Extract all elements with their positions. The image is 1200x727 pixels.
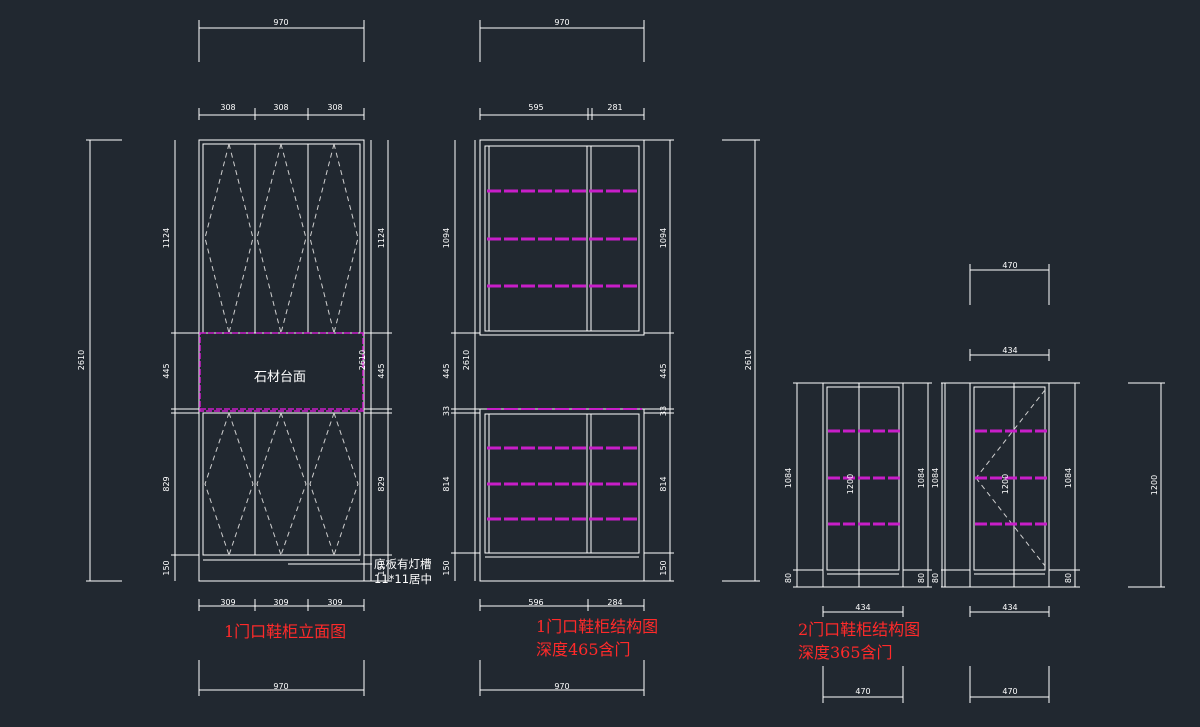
v2-overall-height-far: 2610 — [744, 350, 753, 370]
v1-overall-height-left: 2610 — [77, 350, 86, 370]
v2-overall-height-inner: 2610 — [462, 350, 471, 370]
v3a-overall-width-bottom: 470 — [855, 687, 870, 696]
v1-door-width-top-2: 308 — [273, 103, 288, 112]
v1-upper-height-left: 1124 — [162, 228, 171, 248]
v3b-left-height: 1084 — [931, 468, 940, 488]
v3-title-line-1: 2门口鞋柜结构图 — [798, 620, 920, 639]
v1-stone-countertop-label: 石材台面 — [254, 370, 306, 385]
v2-overall-width-bottom: 970 — [554, 682, 569, 691]
v2-top-right: 33 — [659, 406, 668, 416]
v2-width-bottom-1: 596 — [528, 598, 543, 607]
v1-note-line-2: 11*11居中 — [374, 572, 432, 586]
v2-upper-height-left: 1094 — [442, 228, 451, 248]
v2-width-bottom-2: 284 — [607, 598, 622, 607]
v3b-overall-width-top: 470 — [1002, 261, 1017, 270]
v2-counter-height-left: 445 — [442, 363, 451, 378]
v1-door-width-top-1: 308 — [220, 103, 235, 112]
v1-counter-height-right: 445 — [377, 363, 386, 378]
v3a-inner-height: 1200 — [846, 474, 855, 494]
v3b-width-bottom: 434 — [1002, 603, 1017, 612]
v2-title-line-2: 深度465含门 — [536, 640, 631, 659]
v1-counter-height-left: 445 — [162, 363, 171, 378]
v2-counter-height-right: 445 — [659, 363, 668, 378]
v3b-base-right: 80 — [1064, 573, 1073, 583]
view3-cabinet-a — [793, 382, 943, 703]
v1-door-width-bottom-1: 309 — [220, 598, 235, 607]
v1-overall-width-bottom: 970 — [273, 682, 288, 691]
v1-door-width-top-3: 308 — [327, 103, 342, 112]
v3a-right-height: 1084 — [917, 468, 926, 488]
v3b-overall-width-bottom: 470 — [1002, 687, 1017, 696]
v3b-width-top: 434 — [1002, 346, 1017, 355]
view1-elevation — [86, 20, 392, 696]
v2-upper-height-right: 1094 — [659, 228, 668, 248]
v2-title-line-1: 1门口鞋柜结构图 — [536, 617, 658, 636]
v2-overall-width-top: 970 — [554, 18, 569, 27]
v2-width-top-2: 281 — [607, 103, 622, 112]
v2-top-left: 33 — [442, 406, 451, 416]
v1-base-height-right: 150 — [377, 560, 386, 575]
v3-title-line-2: 深度365含门 — [798, 643, 893, 662]
v3a-base-right: 80 — [917, 573, 926, 583]
view2-structure — [451, 20, 760, 696]
v3b-base-left: 80 — [931, 573, 940, 583]
view2-shelves — [487, 189, 642, 521]
v2-base-height-left: 150 — [442, 560, 451, 575]
v3b-total-height: 1200 — [1150, 475, 1159, 495]
v1-door-width-bottom-3: 309 — [327, 598, 342, 607]
view3-cabinet-b — [941, 264, 1165, 703]
v1-lower-height-left: 829 — [162, 476, 171, 491]
v3b-inner-height: 1200 — [1001, 474, 1010, 494]
v1-upper-height-right: 1124 — [377, 228, 386, 248]
v1-note-line-1: 底板有灯槽 — [374, 557, 432, 571]
v1-base-height-left: 150 — [162, 560, 171, 575]
v2-lower-height-left: 814 — [442, 476, 451, 491]
v2-width-top-1: 595 — [528, 103, 543, 112]
v1-lower-height-right: 829 — [377, 476, 386, 491]
v3a-height: 1084 — [784, 468, 793, 488]
v1-overall-width-top: 970 — [273, 18, 288, 27]
v3a-base-left: 80 — [784, 573, 793, 583]
v1-title: 1门口鞋柜立面图 — [224, 622, 346, 641]
v3a-width-bottom: 434 — [855, 603, 870, 612]
v2-base-height-right: 150 — [659, 560, 668, 575]
v1-door-width-bottom-2: 309 — [273, 598, 288, 607]
view3-shelves — [828, 429, 1047, 526]
v3b-right-height: 1084 — [1064, 468, 1073, 488]
v2-lower-height-right: 814 — [659, 476, 668, 491]
v1-overall-height-right: 2610 — [358, 350, 367, 370]
